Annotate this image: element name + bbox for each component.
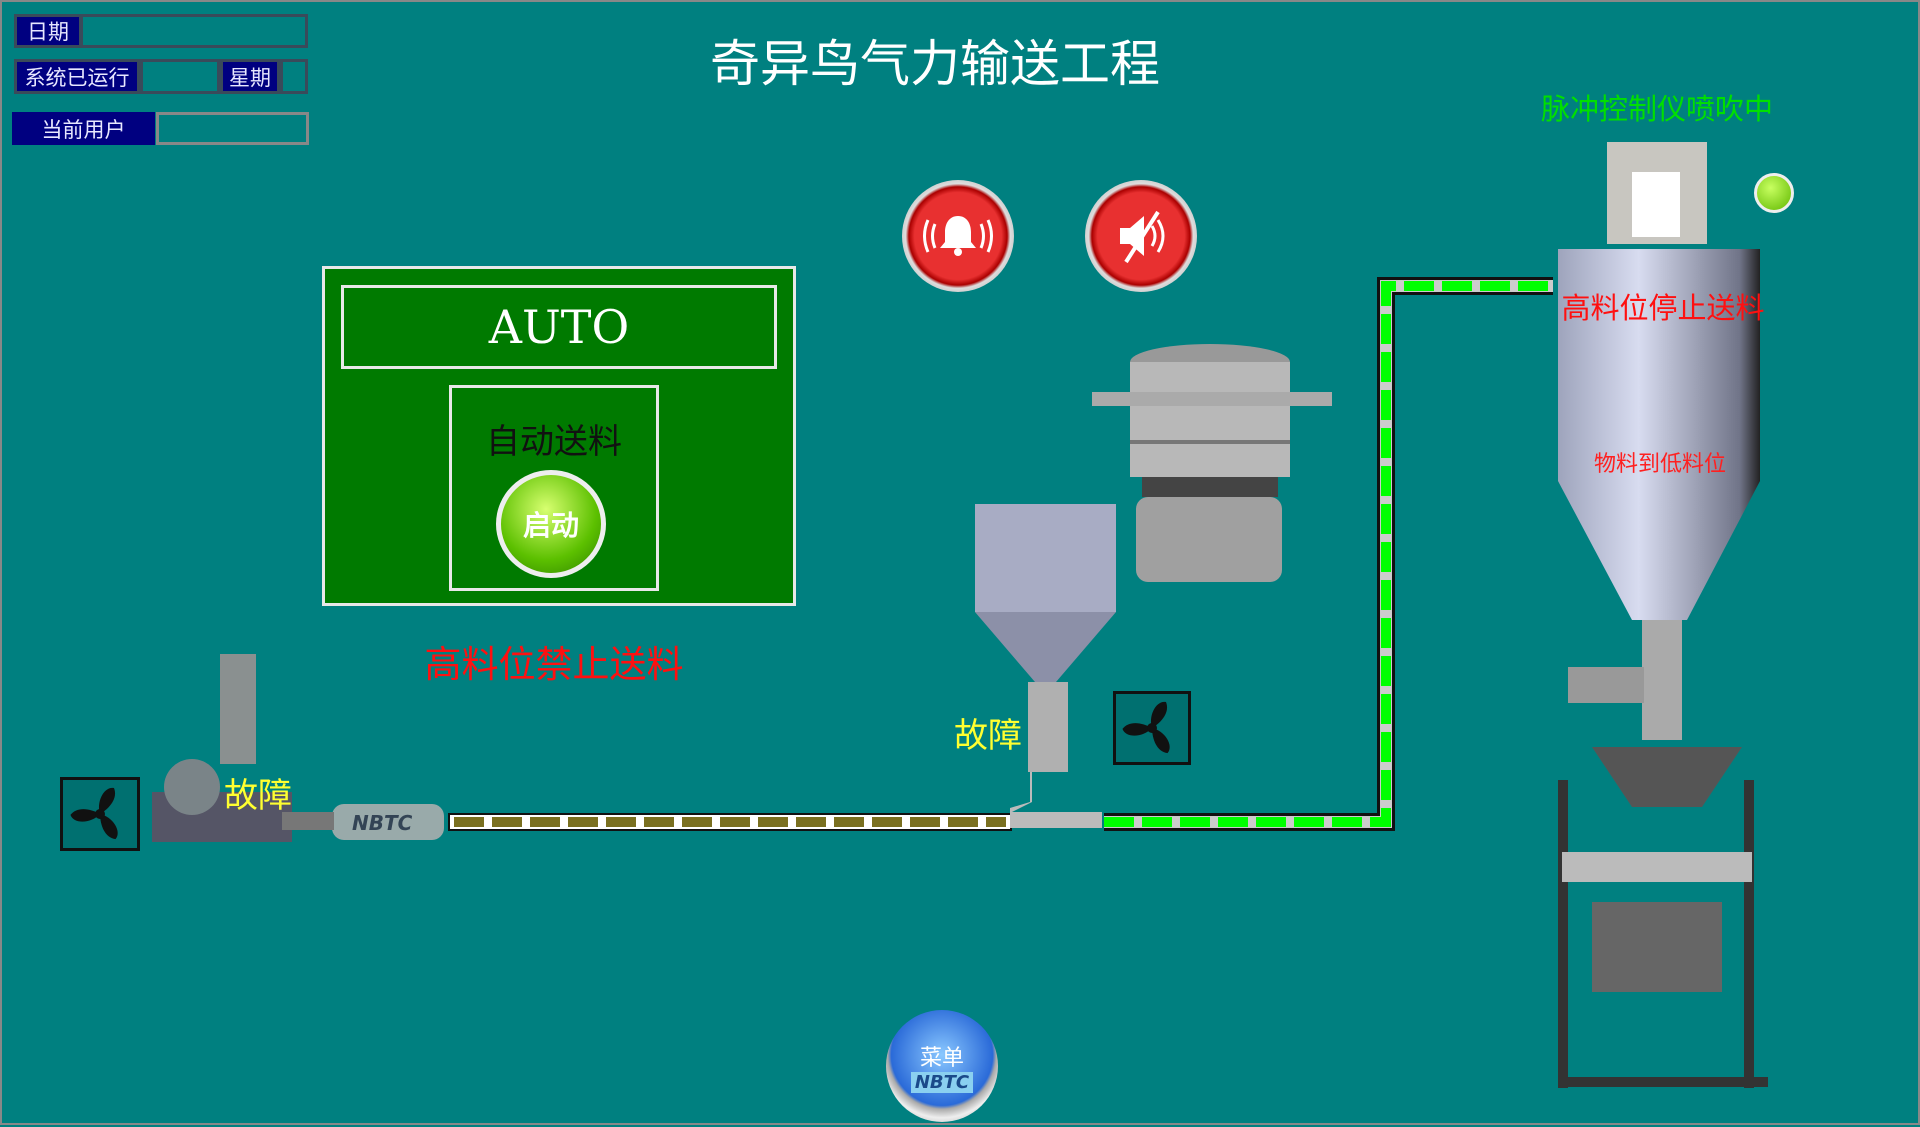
mode-display: AUTO xyxy=(341,285,777,369)
start-button[interactable]: 启动 xyxy=(496,470,606,578)
speaker-mute-icon xyxy=(1120,210,1165,264)
control-panel: AUTO 自动送料 启动 xyxy=(322,266,796,606)
active-pipe xyxy=(1104,277,1553,831)
valve-fault-text: 故障 xyxy=(954,716,1022,756)
blower-brand: NBTC xyxy=(352,811,413,835)
silo-low-level-text: 物料到低料位 xyxy=(1593,452,1726,477)
blower-fault-text: 故障 xyxy=(224,776,292,816)
date-label: 日期 xyxy=(14,14,82,48)
runtime-label: 系统已运行 xyxy=(14,59,140,94)
mute-button[interactable] xyxy=(1085,180,1197,292)
user-label: 当前用户 xyxy=(12,112,155,145)
menu-brand-logo: NBTC xyxy=(910,1071,974,1093)
date-value xyxy=(80,14,308,48)
weekday-value xyxy=(280,59,308,94)
page-title: 奇异鸟气力输送工程 xyxy=(710,35,1160,93)
valve-fan-icon[interactable] xyxy=(1113,691,1191,765)
auto-feed-box: 自动送料 启动 xyxy=(449,385,659,591)
feed-hopper xyxy=(975,504,1116,828)
vibrating-sieve xyxy=(1092,344,1332,582)
pulse-status-text: 脉冲控制仪喷吹中 xyxy=(1540,92,1773,126)
blower-fan-icon[interactable] xyxy=(60,777,140,851)
silo-high-stop-text: 高料位停止送料 xyxy=(1561,291,1765,325)
user-value[interactable] xyxy=(156,112,309,145)
menu-button[interactable]: 菜单 NBTC xyxy=(886,1010,998,1122)
weekday-label: 星期 xyxy=(220,59,280,94)
bell-icon xyxy=(923,216,993,256)
menu-label: 菜单 xyxy=(919,1045,964,1071)
idle-pipe xyxy=(448,813,1012,831)
silo xyxy=(1558,142,1768,1088)
roots-blower: NBTC xyxy=(152,654,444,842)
pulse-indicator-light xyxy=(1754,173,1794,213)
auto-feed-label: 自动送料 xyxy=(486,422,622,462)
runtime-value xyxy=(140,59,220,94)
alarm-button[interactable] xyxy=(902,180,1014,292)
high-level-forbid-text: 高料位禁止送料 xyxy=(424,643,684,686)
